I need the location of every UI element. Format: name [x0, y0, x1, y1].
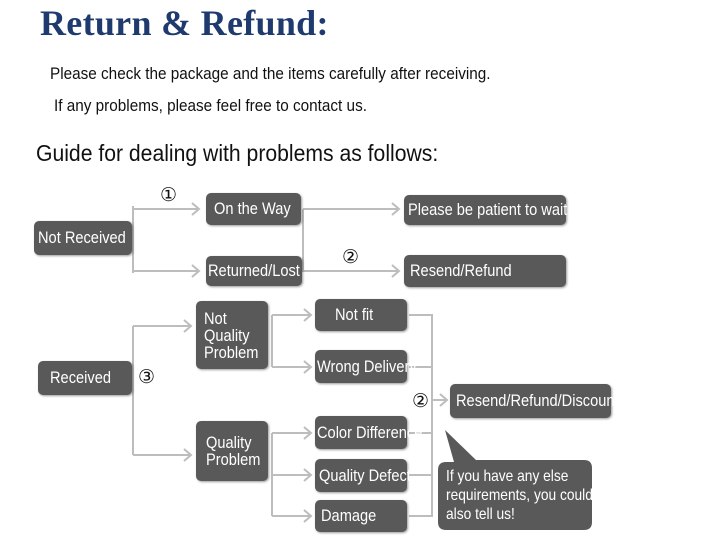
- on-the-way-box: On the Way: [206, 193, 301, 225]
- damage-box: Damage: [315, 500, 407, 532]
- step-number-2-bottom: ②: [412, 391, 430, 412]
- step-number-2-top: ②: [342, 247, 360, 268]
- step-number-1: ①: [160, 185, 178, 206]
- received-box: Received: [38, 361, 132, 395]
- not-received-box: Not Received: [34, 221, 132, 255]
- resend-refund-box: Resend/Refund: [404, 255, 566, 287]
- not-quality-problem-box: Not Quality Problem: [196, 301, 268, 369]
- speech-bubble: [438, 430, 592, 530]
- guide-heading: Guide for dealing with problems as follo…: [36, 140, 439, 166]
- not-fit-box: Not fit: [315, 299, 407, 331]
- step-number-3: ③: [138, 367, 156, 388]
- quality-problem-box: Quality Problem: [196, 421, 268, 481]
- color-difference-box: Color Difference: [315, 416, 422, 449]
- resend-refund-discount-box: Resend/Refund/Discount: [450, 384, 619, 418]
- bubble-text: If you have any else requirements, you c…: [446, 468, 593, 523]
- wrong-delivery-box: Wrong Delivery: [315, 350, 417, 383]
- quality-defect-box: Quality Defect: [315, 459, 411, 492]
- instruction-line-1: Please check the package and the items c…: [50, 64, 491, 83]
- returned-lost-box: Returned/Lost: [206, 256, 302, 286]
- instruction-line-2: If any problems, please feel free to con…: [54, 96, 367, 115]
- please-be-patient-box: Please be patient to wait: [404, 195, 567, 225]
- page-title: Return & Refund:: [40, 3, 329, 43]
